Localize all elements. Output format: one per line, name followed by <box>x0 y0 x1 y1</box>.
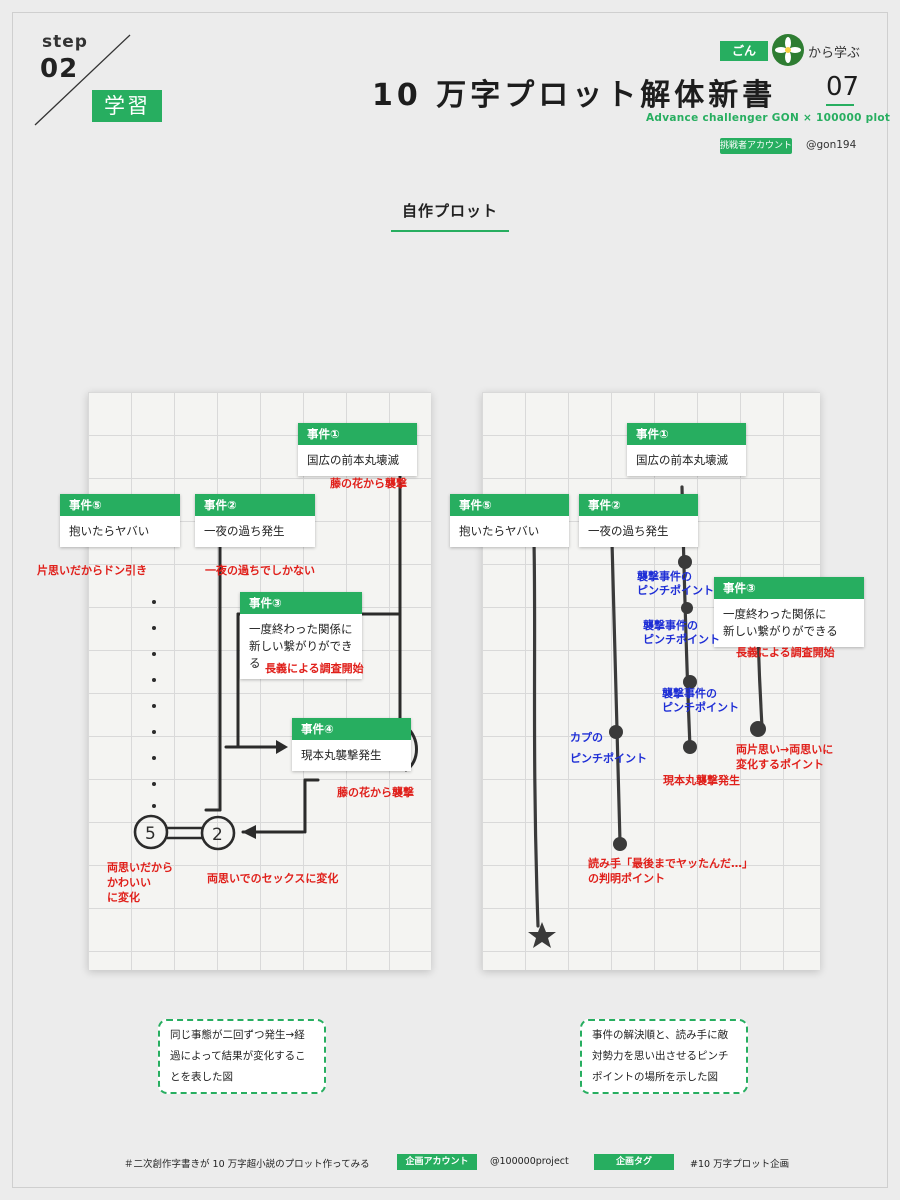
card-body: 国広の前本丸壊滅 <box>636 453 728 467</box>
flower-avatar-icon <box>772 34 804 66</box>
right-blue-note: カプの <box>570 731 603 744</box>
footer-hashtag-text: ＃二次創作字書きが 10 万字超小説のプロット作ってみる <box>124 1159 370 1170</box>
card-body: 国広の前本丸壊滅 <box>307 453 399 467</box>
right-incident-card-2: 事件② 一夜の過ち発生 <box>579 494 698 547</box>
left-red-note: 一夜の過ちでしかない <box>205 564 315 577</box>
card-head: 事件③ <box>714 577 864 599</box>
card-head: 事件③ <box>240 592 362 614</box>
card-head: 事件① <box>298 423 417 445</box>
svg-text:2: 2 <box>212 825 223 845</box>
left-diagram-caption: 同じ事態が二回ずつ発生→経 過によって結果が変化するこ とを表した図 <box>158 1019 326 1094</box>
project-tag-label: 企画タグ <box>594 1154 674 1170</box>
card-body: 一度終わった関係に 新しい繋がりができる <box>249 622 353 670</box>
star-icon <box>528 922 556 948</box>
step-word: step <box>42 32 88 52</box>
card-body: 現本丸襲撃発生 <box>301 748 382 762</box>
card-head: 事件② <box>195 494 315 516</box>
card-body: 抱いたらヤバい <box>69 524 150 538</box>
right-diagram-caption: 事件の解決順と、読み手に敵 対勢力を思い出させるピンチ ポイントの場所を示した図 <box>580 1019 748 1094</box>
step-slash-divider <box>34 34 131 126</box>
right-red-note: 現本丸襲撃発生 <box>663 774 740 787</box>
right-incident-card-5: 事件⑤ 抱いたらヤバい <box>450 494 569 547</box>
left-red-note: 両思いだから かわいい に変化 <box>107 861 173 904</box>
right-red-note: 両片思い→両思いに 変化するポイント <box>736 743 834 771</box>
project-account-label: 企画アカウント <box>397 1154 477 1170</box>
subtitle-english: Advance challenger GON × 100000 plot <box>646 112 891 124</box>
section-title: 自作プロット <box>401 202 498 220</box>
gon-tag: ごん <box>720 41 768 61</box>
challenger-account-value: @gon194 <box>806 139 857 151</box>
right-blue-note: 襲撃事件の ピンチポイント <box>662 687 739 714</box>
project-tag-value: #10 万字プロット企画 <box>690 1159 790 1170</box>
volume-number: 07 <box>826 72 860 102</box>
svg-text:5: 5 <box>145 824 156 844</box>
learn-from-label: から学ぶ <box>808 46 861 61</box>
left-red-note: 片思いだからドン引き <box>37 564 147 577</box>
card-head: 事件⑤ <box>450 494 569 516</box>
left-incident-card-2: 事件② 一夜の過ち発生 <box>195 494 315 547</box>
challenger-account-label: 挑戦者アカウント <box>720 138 792 154</box>
card-head: 事件④ <box>292 718 411 740</box>
page-title: 10 万字プロット解体新書 <box>372 78 777 113</box>
right-blue-note: 襲撃事件の ピンチポイント <box>637 570 714 597</box>
right-grid-photo <box>482 392 820 970</box>
left-red-note: 両思いでのセックスに変化 <box>207 872 339 885</box>
learn-badge: 学習 <box>92 90 162 122</box>
right-blue-note: ピンチポイント <box>570 752 647 765</box>
card-body: 一夜の過ち発生 <box>588 524 669 538</box>
right-incident-card-1: 事件① 国広の前本丸壊滅 <box>627 423 746 476</box>
card-body: 一夜の過ち発生 <box>204 524 285 538</box>
card-head: 事件⑤ <box>60 494 180 516</box>
card-body: 一度終わった関係に 新しい繋がりができる <box>723 607 838 638</box>
right-red-note: 長義による調査開始 <box>736 646 835 659</box>
left-incident-card-5: 事件⑤ 抱いたらヤバい <box>60 494 180 547</box>
project-account-value: @100000project <box>490 1156 569 1167</box>
left-incident-card-4: 事件④ 現本丸襲撃発生 <box>292 718 411 771</box>
right-red-note: 読み手「最後までヤッたんだ…」 の判明ポイント <box>588 857 753 885</box>
card-head: 事件② <box>579 494 698 516</box>
left-red-note: 藤の花から襲撃 <box>330 477 407 490</box>
left-red-note: 藤の花から襲撃 <box>337 786 414 799</box>
left-incident-card-3: 事件③ 一度終わった関係に 新しい繋がりができる <box>240 592 362 679</box>
right-incident-card-3: 事件③ 一度終わった関係に 新しい繋がりができる <box>714 577 864 647</box>
left-incident-card-1: 事件① 国広の前本丸壊滅 <box>298 423 417 476</box>
page-frame <box>12 12 888 1188</box>
card-body: 抱いたらヤバい <box>459 524 540 538</box>
card-head: 事件① <box>627 423 746 445</box>
section-underline <box>391 230 509 232</box>
step-number: 02 <box>40 54 79 84</box>
left-red-note: 長義による調査開始 <box>265 662 364 675</box>
right-blue-note: 襲撃事件の ピンチポイント <box>643 619 720 646</box>
volume-underline <box>826 104 854 106</box>
